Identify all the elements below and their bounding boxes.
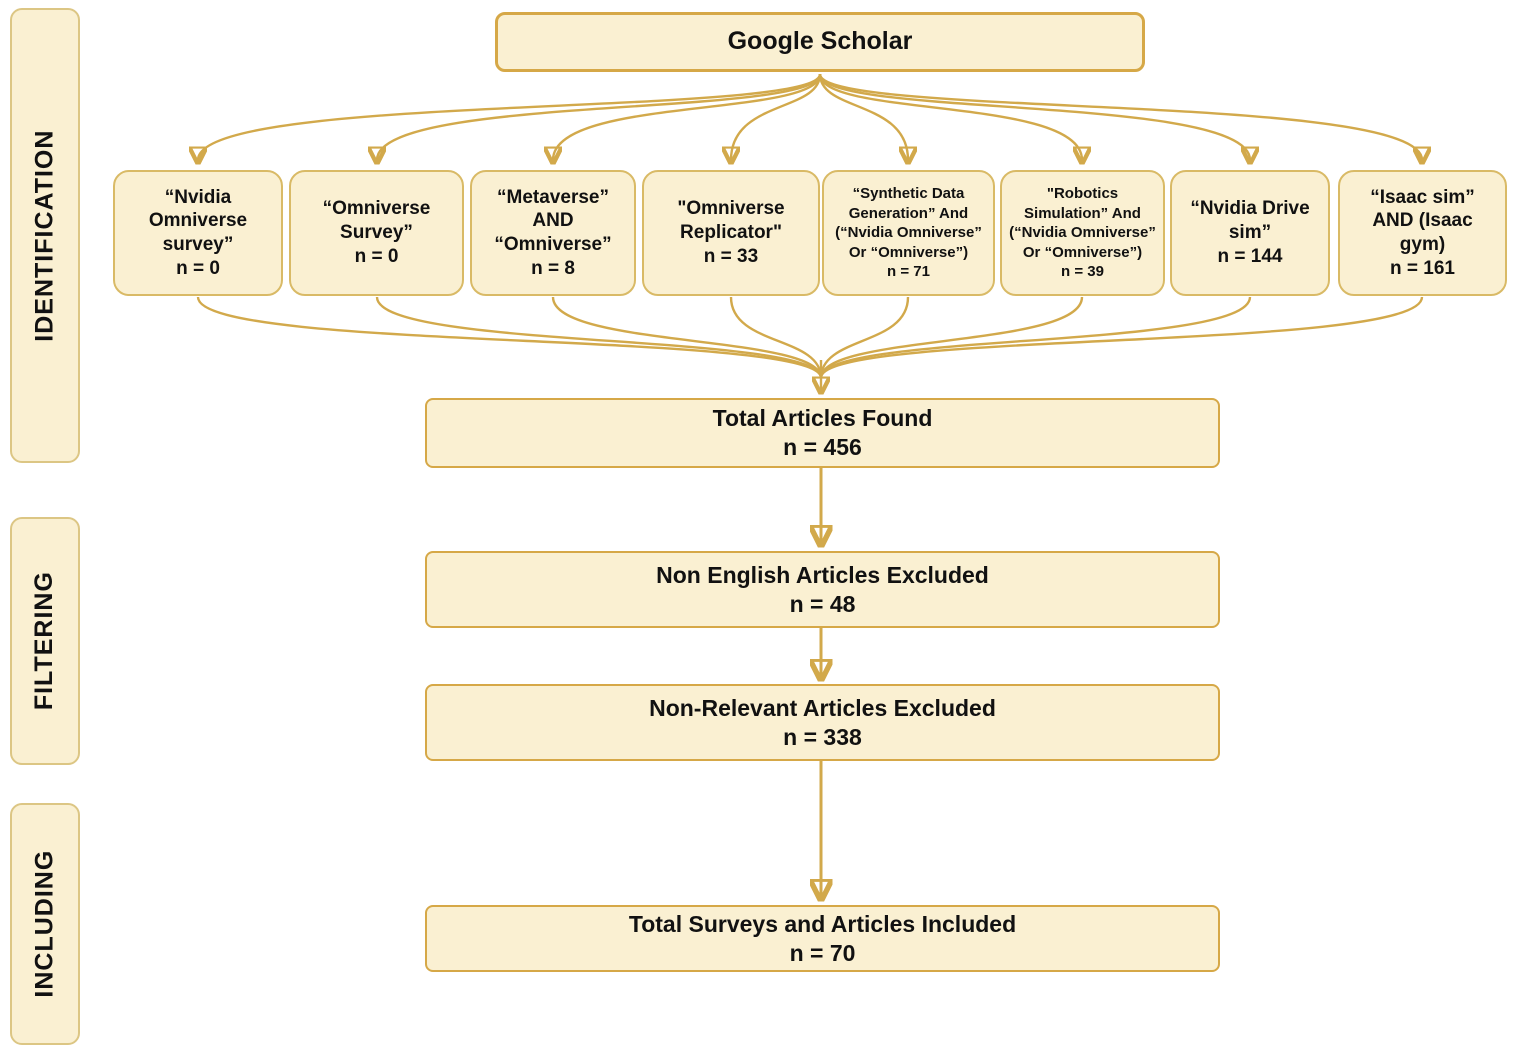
flow-count: n = 70 <box>789 939 856 966</box>
query-metaverse-and-omniverse: “Metaverse” AND “Omniverse” n = 8 <box>470 170 636 296</box>
source-google-scholar: Google Scholar <box>495 12 1145 72</box>
query-count: n = 161 <box>1390 257 1455 279</box>
query-count: n = 33 <box>703 245 759 267</box>
stage-including: INCLUDING <box>10 803 80 1045</box>
query-robotics-simulation: "Robotics Simulation” And (“Nvidia Omniv… <box>1000 170 1165 296</box>
flow-total-included: Total Surveys and Articles Included n = … <box>425 905 1220 972</box>
query-synthetic-data-generation: “Synthetic Data Generation” And (“Nvidia… <box>822 170 995 296</box>
query-label: “Isaac sim” AND (Isaac gym) <box>1370 186 1475 256</box>
query-count: n = 144 <box>1217 245 1283 267</box>
query-omniverse-survey: “Omniverse Survey” n = 0 <box>289 170 464 296</box>
flow-total-articles-found: Total Articles Found n = 456 <box>425 398 1220 468</box>
query-label: "Robotics Simulation” And (“Nvidia Omniv… <box>1009 185 1156 261</box>
stage-including-label: INCLUDING <box>30 850 59 998</box>
query-label: “Omniverse Survey” <box>322 198 431 244</box>
flow-count: n = 456 <box>783 434 862 460</box>
stage-filtering-label: FILTERING <box>30 571 59 711</box>
query-label: “Metaverse” AND “Omniverse” <box>494 186 612 256</box>
query-count: n = 71 <box>887 263 930 281</box>
query-nvidia-omniverse-survey: “Nvidia Omniverse survey” n = 0 <box>113 170 283 296</box>
flow-count: n = 48 <box>789 590 856 617</box>
query-nvidia-drive-sim: “Nvidia Drive sim” n = 144 <box>1170 170 1330 296</box>
flow-count: n = 338 <box>783 723 862 750</box>
query-label: “Nvidia Omniverse survey” <box>148 186 248 256</box>
stage-identification: IDENTIFICATION <box>10 8 80 463</box>
flow-non-relevant-excluded: Non-Relevant Articles Excluded n = 338 <box>425 684 1220 761</box>
query-label: “Nvidia Drive sim” <box>1190 198 1310 244</box>
source-label: Google Scholar <box>727 27 913 56</box>
query-count: n = 0 <box>354 245 399 267</box>
flow-non-english-excluded: Non English Articles Excluded n = 48 <box>425 551 1220 628</box>
query-isaac-sim-and-isaac-gym: “Isaac sim” AND (Isaac gym) n = 161 <box>1338 170 1507 296</box>
query-omniverse-replicator: "Omniverse Replicator" n = 33 <box>642 170 820 296</box>
query-label: "Omniverse Replicator" <box>677 198 785 244</box>
query-label: “Synthetic Data Generation” And (“Nvidia… <box>835 185 982 261</box>
stage-filtering: FILTERING <box>10 517 80 765</box>
query-count: n = 8 <box>531 257 575 279</box>
flow-label: Non English Articles Excluded <box>656 561 989 588</box>
flow-label: Total Articles Found <box>712 405 933 432</box>
flow-label: Non-Relevant Articles Excluded <box>649 694 996 721</box>
flow-label: Total Surveys and Articles Included <box>628 910 1017 937</box>
query-count: n = 39 <box>1061 263 1104 281</box>
query-count: n = 0 <box>176 257 220 279</box>
stage-identification-label: IDENTIFICATION <box>30 129 59 342</box>
